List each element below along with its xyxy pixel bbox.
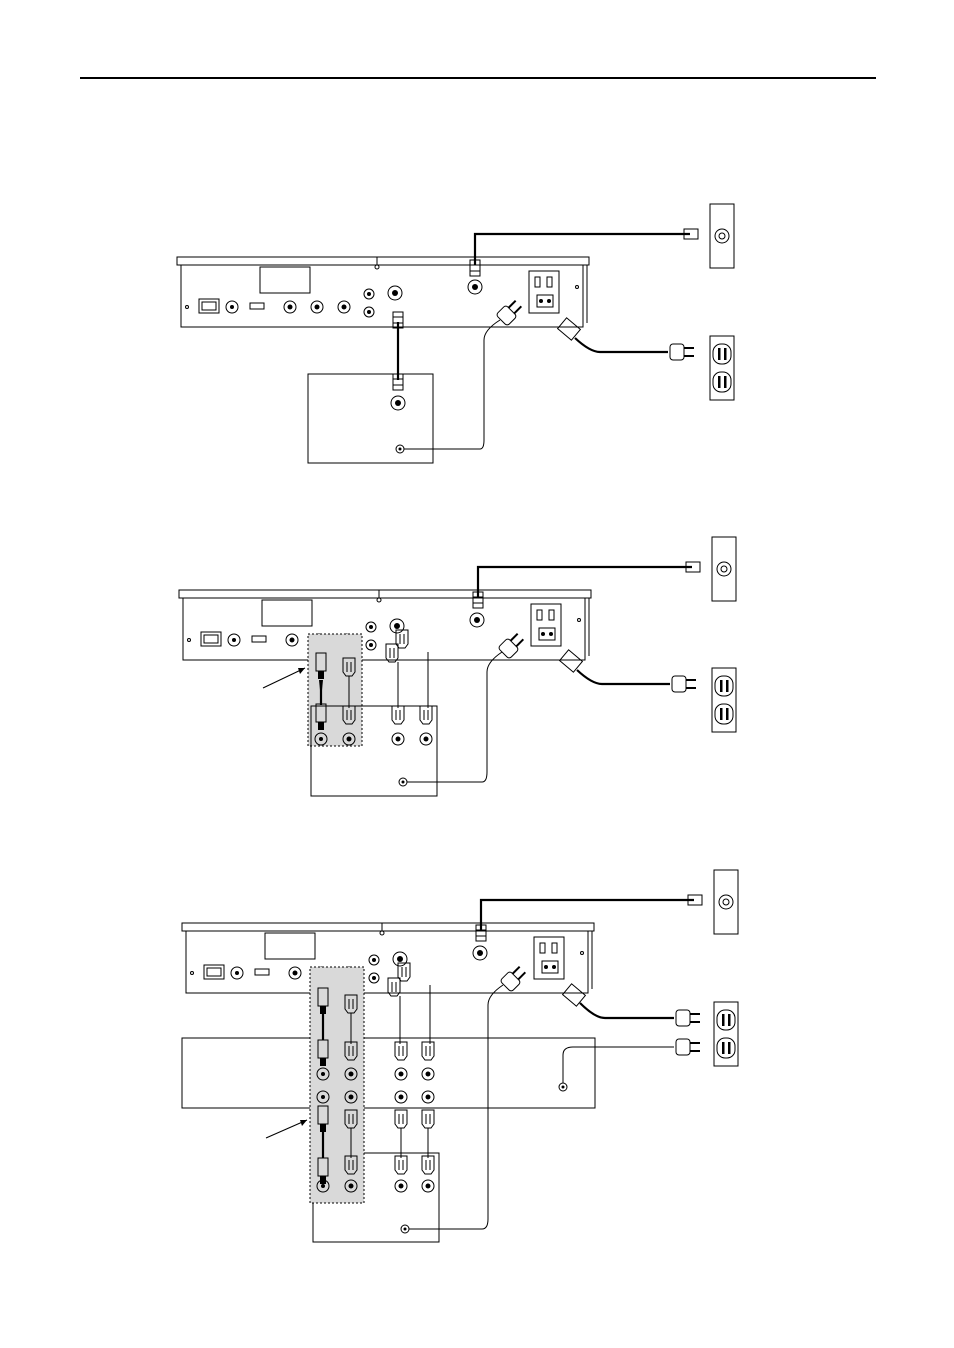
- diagram-3: [182, 870, 738, 1242]
- diagram-1: [177, 204, 734, 463]
- tv-box-1: [308, 374, 433, 463]
- vcr-box: [182, 1038, 595, 1108]
- diagram-2: [179, 537, 736, 796]
